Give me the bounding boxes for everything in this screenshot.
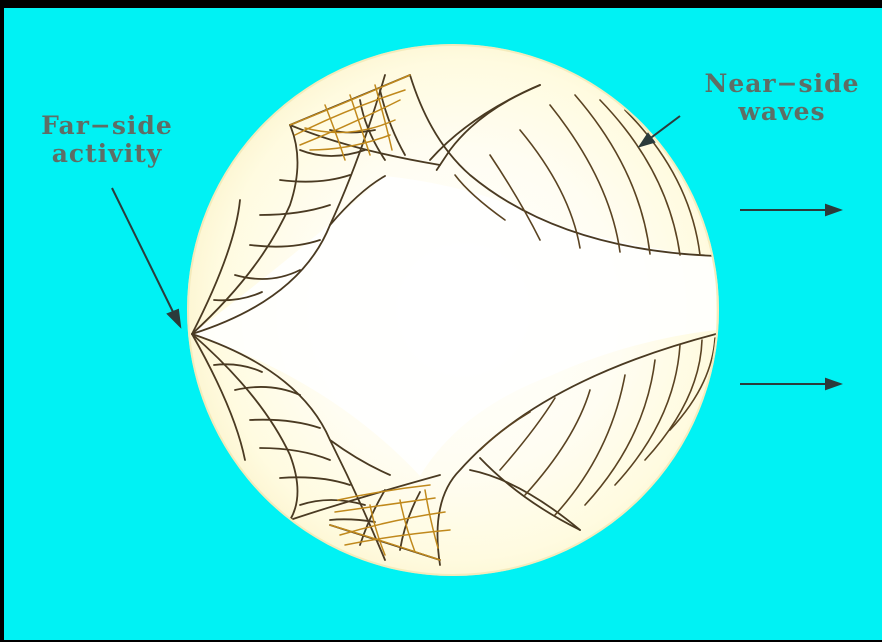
- outgoing-arrow-upper: [740, 205, 840, 215]
- far-side-label-line1: Far−side: [12, 112, 202, 140]
- far-side-arrow: [112, 188, 180, 326]
- outgoing-arrow-lower: [740, 379, 840, 389]
- near-side-label-line2: waves: [676, 98, 882, 126]
- far-side-label-line2: activity: [12, 140, 202, 168]
- far-side-activity-label: Far−side activity: [12, 112, 202, 168]
- near-side-waves-label: Near−side waves: [676, 70, 882, 126]
- near-side-label-line1: Near−side: [676, 70, 882, 98]
